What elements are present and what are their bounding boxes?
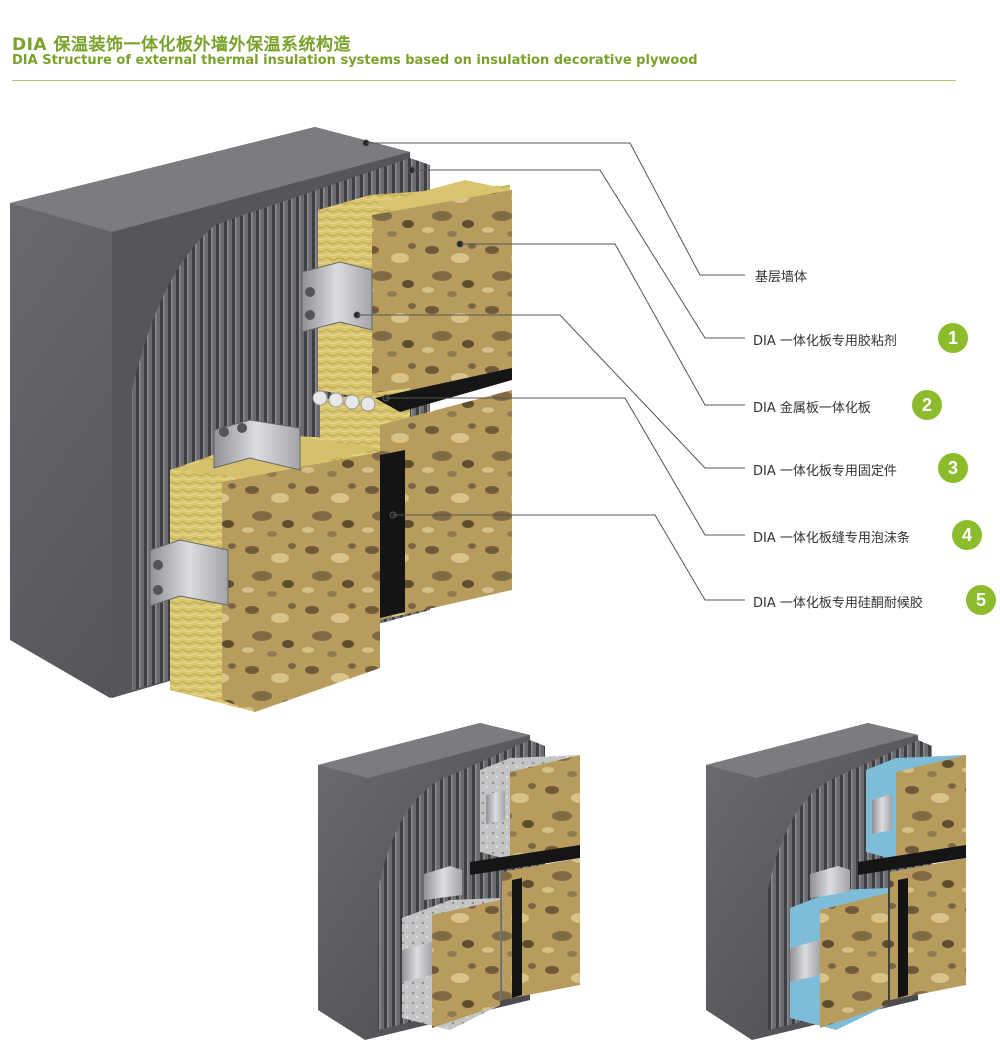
upper-panel <box>318 180 512 400</box>
variant-blue-core <box>706 723 966 1040</box>
title-chinese: DIA 保温装饰一体化板外墙外保温系统构造 <box>12 35 352 55</box>
callout-badge-4: 4 <box>952 520 982 550</box>
sealant-strip <box>380 450 405 618</box>
leader-line-2 <box>460 243 745 406</box>
callout-foam-strip-label: DIA 一体化板缝专用泡沫条 <box>753 531 910 546</box>
callout-badge-2: 2 <box>912 390 942 420</box>
callout-metal-panel-label: DIA 金属板一体化板 <box>753 401 871 416</box>
callout-fixing-label: DIA 一体化板专用固定件 <box>753 464 897 479</box>
callout-badge-5: 5 <box>966 585 996 615</box>
leader-line-5 <box>393 514 745 601</box>
foam-rods <box>312 368 512 412</box>
leader-line-4 <box>386 397 745 536</box>
callout-base-wall-label: 基层墙体 <box>755 270 808 285</box>
title-divider <box>12 80 956 81</box>
callout-badge-3: 3 <box>938 453 968 483</box>
front-lower-panel <box>170 435 380 712</box>
variant-grey-core <box>318 723 580 1040</box>
leader-line-base-wall <box>366 142 745 276</box>
leader-line-3 <box>357 314 745 469</box>
callout-adhesive-label: DIA 一体化板专用胶粘剂 <box>753 334 897 349</box>
title-english: DIA Structure of external thermal insula… <box>12 53 698 68</box>
leader-line-1 <box>412 169 745 339</box>
callout-sealant-label: DIA 一体化板专用硅酮耐候胶 <box>753 596 923 611</box>
main-wall-assembly <box>10 127 512 712</box>
leader-lines <box>353 139 745 601</box>
callout-badge-1: 1 <box>938 323 968 353</box>
